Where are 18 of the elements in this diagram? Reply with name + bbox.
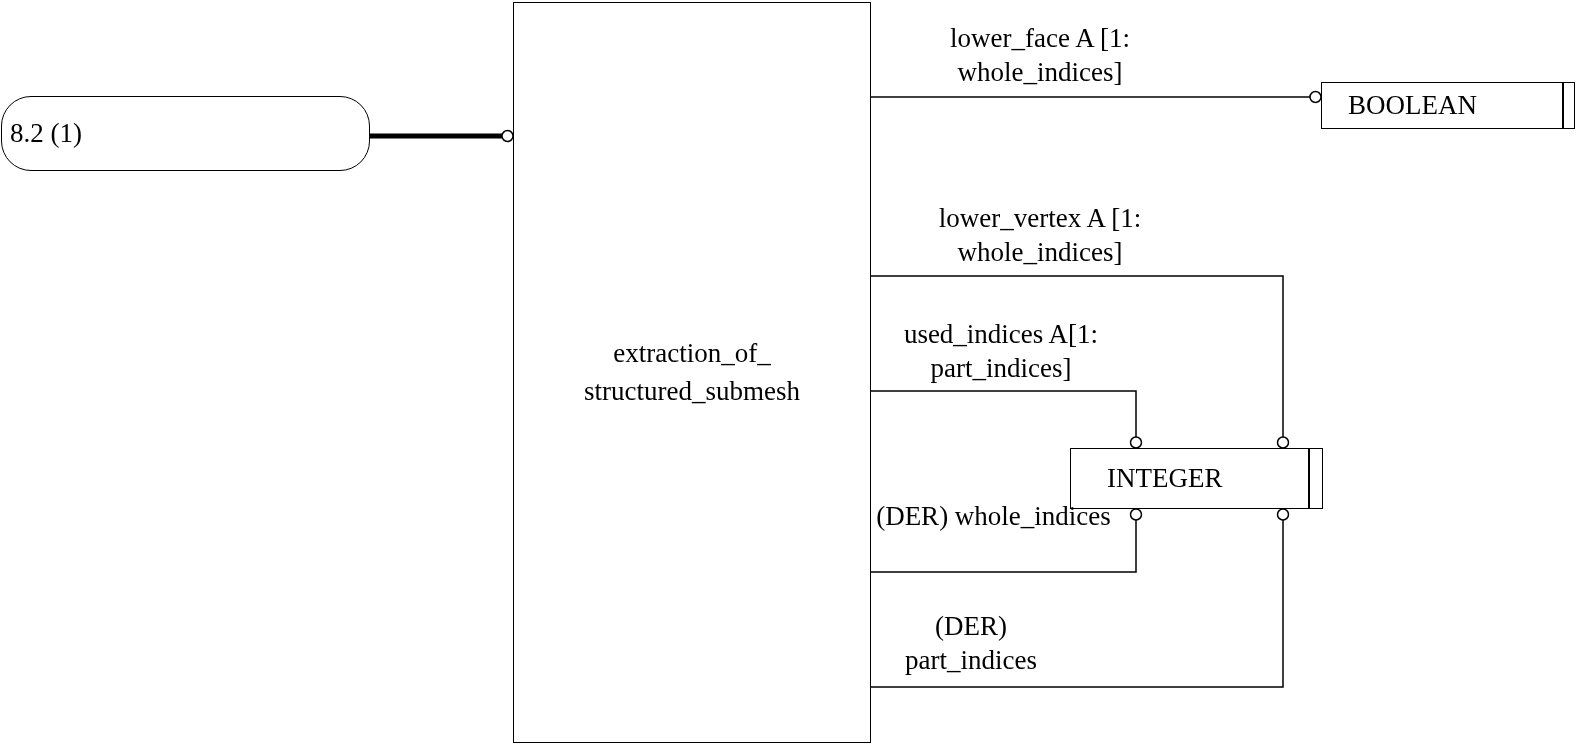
- relationship-line: [870, 275, 1290, 449]
- relationship-line: [870, 508, 1290, 688]
- edge-label: lower_vertex A [1: whole_indices]: [937, 202, 1143, 269]
- page-reference-box: [1, 96, 370, 171]
- edge-label: (DER) part_indices: [904, 610, 1038, 677]
- type-box: [1321, 82, 1575, 129]
- node-label: 8.2 (1): [10, 116, 82, 150]
- relationship-line: [870, 508, 1143, 573]
- node-label: BOOLEAN: [1348, 88, 1477, 122]
- relationship-line: [870, 390, 1143, 449]
- edge-label: used_indices A[1: part_indices]: [902, 318, 1100, 385]
- edge-label: (DER) whole_indices: [876, 500, 1111, 533]
- edge-label: lower_face A [1: whole_indices]: [949, 22, 1131, 89]
- node-label: INTEGER: [1107, 461, 1223, 495]
- subtype-line: [370, 129, 514, 143]
- node-label: extraction_of_ structured_submesh: [583, 336, 801, 408]
- entity-box: [513, 2, 871, 743]
- relationship-line: [870, 90, 1322, 104]
